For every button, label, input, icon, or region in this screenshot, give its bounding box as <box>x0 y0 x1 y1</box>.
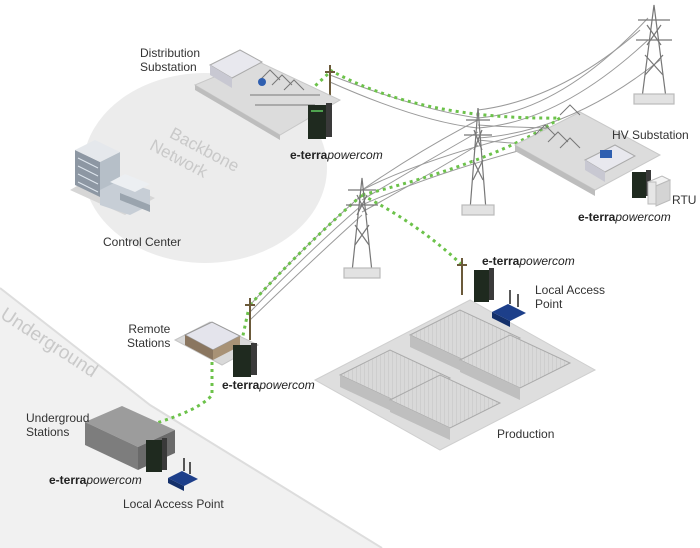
brand-label-production: e-terrapowercom <box>482 254 575 268</box>
pole-remote <box>245 298 255 340</box>
comm-links <box>149 68 561 427</box>
underground-ground-shade <box>0 287 383 548</box>
remote-stations-label: Remote Stations <box>127 322 171 350</box>
brand-label-remote: e-terrapowercom <box>222 378 315 392</box>
remote-device <box>233 343 257 377</box>
rtu-cabinet <box>646 175 672 207</box>
transmission-tower-2 <box>343 177 381 279</box>
warehouse-2 <box>458 334 572 400</box>
underground-device <box>146 438 167 472</box>
production-label: Production <box>497 427 555 441</box>
brand-label-underground: e-terrapowercom <box>49 473 142 487</box>
transmission-tower-1 <box>461 107 495 216</box>
hv-substation-label: HV Substation <box>612 128 689 142</box>
brand-label-distribution: e-terrapowercom <box>290 148 383 162</box>
local-access-point-label-2: Local Access Point <box>123 497 224 511</box>
distribution-substation <box>193 49 342 140</box>
underground-ground <box>0 288 382 548</box>
pole-production <box>457 258 467 295</box>
underground-stations-label: Undergroud Stations <box>26 411 90 439</box>
control-center-label: Control Center <box>103 235 182 249</box>
production-device <box>474 268 494 302</box>
local-access-point-label-1: Local Access Point <box>535 283 606 311</box>
transmission-tower-3 <box>633 4 675 105</box>
access-point-production <box>492 290 526 327</box>
rtu-label: RTU <box>672 193 697 207</box>
access-point-underground <box>168 458 198 491</box>
control-center-building <box>70 140 155 215</box>
production-area <box>313 299 597 451</box>
distribution-device <box>308 103 332 139</box>
warehouse-4 <box>388 374 502 440</box>
distribution-substation-label: Distribution Substation <box>140 46 201 74</box>
hv-substation <box>513 104 662 196</box>
brand-label-hv: e-terrapowercom <box>578 210 671 224</box>
